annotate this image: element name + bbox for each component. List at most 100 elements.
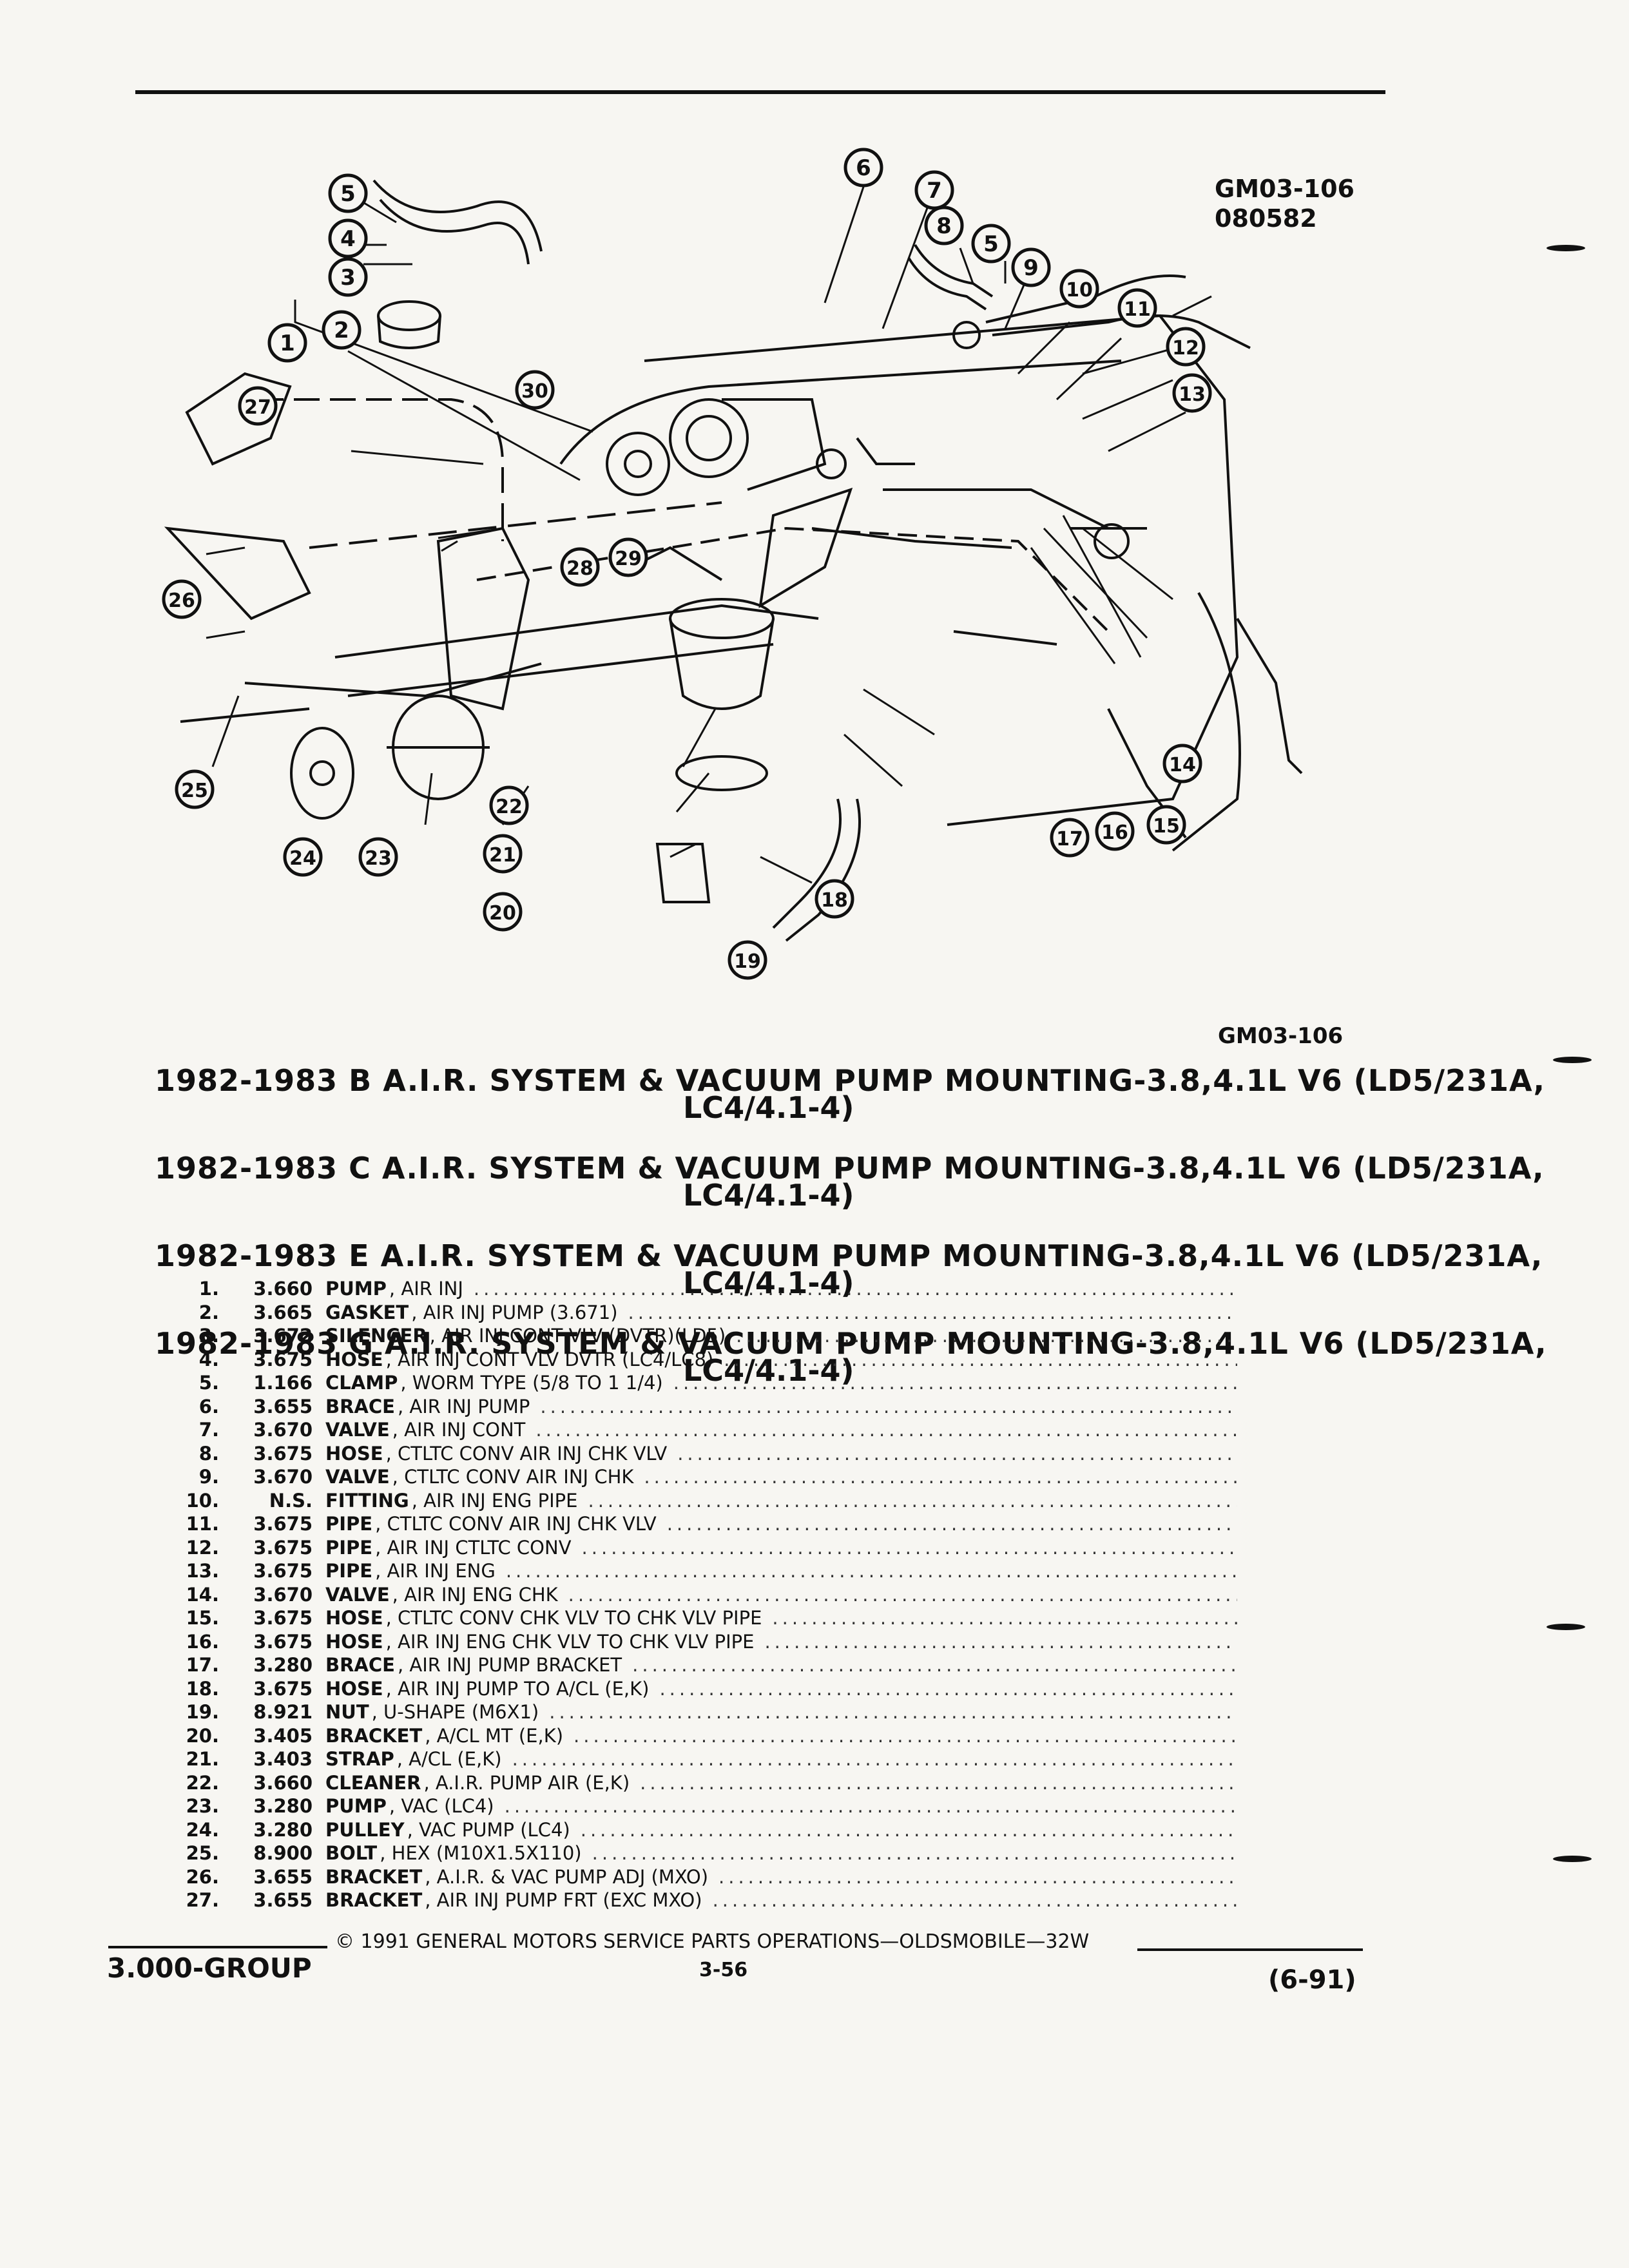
title-continuation: LC4/4.1-4) xyxy=(683,1090,854,1125)
part-name: BRACKET xyxy=(325,1889,423,1912)
part-name: BOLT xyxy=(325,1842,378,1865)
title-line: 1982-1983 E A.I.R. SYSTEM & VACUUM PUMP … xyxy=(155,1238,1543,1273)
part-group-code: N.S. xyxy=(269,1489,313,1512)
part-group-code: 3.403 xyxy=(253,1748,313,1771)
dot-leader: ........................................… xyxy=(640,1771,1237,1794)
part-group-code: 3.655 xyxy=(253,1865,313,1888)
air-cleaner-illustration xyxy=(618,546,861,942)
dot-leader: ........................................… xyxy=(512,1748,1237,1771)
svg-text:24: 24 xyxy=(289,847,316,870)
callout-5-top: 5 xyxy=(328,173,368,213)
part-name: NUT xyxy=(325,1701,369,1724)
part-description: , AIR INJ ENG CHK VLV TO CHK VLV PIPE xyxy=(385,1630,755,1653)
part-group-code: 3.280 xyxy=(253,1818,313,1841)
part-name: FITTING xyxy=(325,1489,409,1512)
dot-leader: ........................................… xyxy=(628,1301,1237,1323)
part-description: , AIR INJ ENG PIPE xyxy=(411,1489,578,1512)
dot-leader: ........................................… xyxy=(712,1889,1237,1912)
part-name: PIPE xyxy=(325,1513,373,1535)
dot-leader: ........................................… xyxy=(580,1818,1237,1841)
part-name: STRAP xyxy=(325,1748,394,1771)
dot-leader: ........................................… xyxy=(644,1466,1237,1488)
air-pump-illustration xyxy=(606,398,827,496)
hoses-pipes-illustration xyxy=(372,179,1251,646)
title-entry-c: 1982-1983 C A.I.R. SYSTEM & VACUUM PUMP … xyxy=(155,1151,1544,1238)
part-description: , AIR INJ PUMP TO A/CL (E,K) xyxy=(385,1677,650,1700)
dot-leader: ........................................… xyxy=(574,1724,1237,1747)
title-continuation: LC4/4.1-4) xyxy=(683,1178,854,1213)
callout-6: 6 xyxy=(843,148,883,187)
part-description: , U-SHAPE (M6X1) xyxy=(371,1701,539,1724)
dot-leader: ........................................… xyxy=(504,1795,1237,1818)
part-number: 18. xyxy=(186,1677,219,1700)
callout-1: 1 xyxy=(267,323,307,363)
part-group-code: 3.670 xyxy=(253,1583,313,1606)
figure-code-bottom: GM03-106 xyxy=(1218,1023,1344,1049)
part-description: , AIR INJ CONT VLV (DVTR)(LD5) xyxy=(429,1325,726,1347)
part-name: HOSE xyxy=(325,1677,383,1700)
dot-leader: ........................................… xyxy=(549,1701,1237,1724)
figure-code-line1: GM03-106 xyxy=(1215,175,1354,203)
part-description: , VAC (LC4) xyxy=(389,1795,494,1818)
part-group-code: 3.675 xyxy=(253,1442,313,1465)
part-number: 6. xyxy=(198,1395,219,1418)
callout-11: 11 xyxy=(1117,288,1157,328)
title-entry-b: 1982-1983 B A.I.R. SYSTEM & VACUUM PUMP … xyxy=(155,1063,1545,1151)
part-group-code: 3.675 xyxy=(253,1607,313,1629)
svg-text:19: 19 xyxy=(734,950,761,973)
part-name: PUMP xyxy=(325,1795,387,1818)
engine-block-illustration xyxy=(258,314,1303,852)
svg-text:17: 17 xyxy=(1056,828,1083,850)
part-group-code: 3.280 xyxy=(253,1654,313,1677)
part-number: 19. xyxy=(186,1701,219,1724)
part-group-code: 3.675 xyxy=(253,1348,313,1370)
part-description: , WORM TYPE (5/8 TO 1 1/4) xyxy=(400,1372,663,1394)
svg-text:11: 11 xyxy=(1124,298,1151,321)
svg-text:27: 27 xyxy=(244,396,271,419)
part-number: 3. xyxy=(198,1325,219,1347)
part-description: , CTLTC CONV AIR INJ CHK VLV xyxy=(385,1442,668,1465)
revision-date: (6-91) xyxy=(1268,1965,1356,1995)
svg-text:26: 26 xyxy=(168,590,195,612)
margin-punch-mark xyxy=(1553,1057,1592,1063)
part-number: 16. xyxy=(186,1630,219,1653)
part-number: 22. xyxy=(186,1771,219,1794)
dot-leader: ........................................… xyxy=(540,1395,1237,1418)
footer-rule-left xyxy=(108,1946,327,1948)
part-row: 10.N.S.FITTING, AIR INJ ENG PIPE........… xyxy=(155,1489,1237,1513)
part-number: 9. xyxy=(198,1466,219,1488)
leader-lines xyxy=(206,186,1212,884)
part-description: , AIR INJ PUMP xyxy=(397,1395,530,1418)
svg-text:18: 18 xyxy=(821,889,848,912)
part-name: BRACKET xyxy=(325,1724,423,1747)
callout-30: 30 xyxy=(515,370,555,410)
part-name: PIPE xyxy=(325,1560,373,1582)
margin-punch-mark xyxy=(1547,245,1585,251)
top-rule xyxy=(135,90,1385,94)
dot-leader: ........................................… xyxy=(666,1513,1237,1535)
dot-leader: ........................................… xyxy=(764,1630,1237,1653)
part-group-code: 3.280 xyxy=(253,1795,313,1818)
dot-leader: ........................................… xyxy=(588,1489,1237,1512)
svg-text:9: 9 xyxy=(1023,255,1039,281)
part-group-code: 3.405 xyxy=(253,1724,313,1747)
svg-text:20: 20 xyxy=(489,902,516,925)
part-name: GASKET xyxy=(325,1301,409,1323)
callout-13: 13 xyxy=(1172,373,1212,413)
svg-text:30: 30 xyxy=(521,380,548,403)
svg-text:7: 7 xyxy=(927,178,942,204)
callout-21: 21 xyxy=(483,834,523,874)
figure-code-line2: 080582 xyxy=(1215,204,1317,233)
callout-2: 2 xyxy=(322,310,361,350)
